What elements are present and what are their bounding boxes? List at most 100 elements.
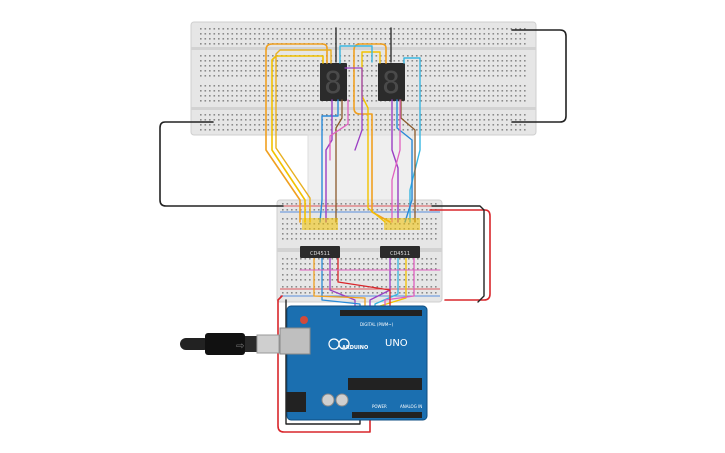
breadboard-hole — [510, 95, 513, 97]
seven-segment-display-left[interactable]: 8 — [320, 63, 347, 101]
breadboard-hole — [282, 279, 284, 281]
breadboard-hole — [371, 65, 373, 67]
breadboard-hole — [390, 268, 392, 270]
breadboard-hole — [385, 263, 388, 265]
breadboard-hole — [411, 114, 414, 116]
breadboard-hole — [295, 223, 298, 225]
breadboard-hole — [483, 60, 486, 62]
breadboard-hole — [447, 90, 450, 92]
breadboard-hole — [357, 33, 360, 35]
top-breadboard[interactable] — [190, 21, 537, 136]
breadboard-hole — [416, 43, 418, 45]
breadboard-hole — [461, 60, 463, 62]
breadboard-hole — [376, 286, 379, 288]
breadboard-hole — [344, 38, 346, 40]
breadboard-hole — [501, 124, 504, 126]
breadboard-hole — [483, 75, 486, 77]
breadboard-hole — [447, 75, 450, 77]
wire-blue-left[interactable] — [319, 99, 339, 223]
wire-brown-right[interactable] — [400, 99, 416, 223]
breadboard-hole — [245, 114, 247, 116]
wire-pink-right[interactable] — [391, 99, 401, 223]
breadboard-hole — [394, 203, 397, 205]
breadboard-hole — [213, 75, 216, 77]
breadboard-hole — [309, 233, 311, 235]
breadboard-hole — [263, 28, 265, 30]
wire-blue-right[interactable] — [396, 99, 413, 223]
breadboard-hole — [336, 203, 338, 205]
wire-purple-center[interactable] — [344, 67, 363, 151]
wire-cyan-top[interactable] — [339, 45, 373, 64]
wire-black-display-common[interactable] — [335, 27, 392, 63]
breadboard-hole — [299, 114, 301, 116]
breadboard-hole — [421, 238, 424, 240]
breadboard-hole — [385, 203, 388, 205]
wire-orange-left-1[interactable] — [265, 43, 328, 223]
breadboard-hole — [515, 114, 517, 116]
wire-red-data[interactable] — [337, 251, 391, 313]
breadboard-hole — [240, 75, 243, 77]
breadboard-hole — [282, 218, 284, 220]
breadboard-hole — [510, 28, 513, 30]
wire-purple-right[interactable] — [391, 99, 399, 223]
breadboard-hole — [236, 60, 238, 62]
wire-purple-left[interactable] — [325, 99, 333, 223]
breadboard-hole — [515, 129, 517, 131]
breadboard-hole — [497, 38, 499, 40]
wire-black-left[interactable] — [159, 121, 284, 207]
breadboard-hole — [524, 28, 526, 30]
breadboard-hole — [327, 209, 329, 211]
wire-yellow-left-2[interactable] — [275, 49, 332, 223]
breadboard-hole — [371, 85, 373, 87]
breadboard-hole — [461, 114, 463, 116]
breadboard-hole — [282, 209, 284, 211]
breadboard-hole — [231, 95, 234, 97]
breadboard-hole — [394, 268, 397, 270]
wires[interactable] — [159, 27, 567, 433]
breadboard-hole — [501, 114, 504, 116]
wire-brown-left[interactable] — [335, 99, 343, 223]
breadboard-hole — [411, 100, 414, 102]
breadboard-hole — [254, 55, 256, 57]
breadboard-hole — [474, 28, 477, 30]
breadboard-hole — [326, 124, 328, 126]
ic-left[interactable]: CD4511 — [300, 246, 340, 258]
breadboard-hole — [321, 114, 324, 116]
breadboard-hole — [402, 114, 405, 116]
wire-red-arduino-5v[interactable] — [277, 295, 371, 433]
breadboard-hole — [258, 100, 261, 102]
breadboard-hole — [349, 218, 352, 220]
breadboard-hole — [354, 238, 356, 240]
wire-black-right[interactable] — [511, 29, 567, 123]
breadboard-hole — [354, 279, 356, 281]
breadboard-hole — [366, 75, 369, 77]
breadboard-hole — [245, 28, 247, 30]
usb-cable[interactable]: ⇨ — [180, 333, 280, 355]
breadboard-hole — [318, 258, 320, 260]
breadboard-hole — [465, 43, 468, 45]
reset-button[interactable] — [300, 316, 308, 324]
breadboard-hole — [443, 90, 445, 92]
wire-cyan-right[interactable] — [403, 57, 421, 223]
wire-yellow-left-1[interactable] — [271, 55, 324, 223]
breadboard-hole — [420, 65, 423, 67]
arduino-board[interactable]: DIGITAL (PWM~) ARDUINO UNO POWER ANALOG … — [279, 305, 428, 421]
breadboard-hole — [276, 28, 279, 30]
wire-black-arduino-gnd[interactable] — [285, 299, 361, 425]
wire-orange-data-1[interactable] — [313, 251, 366, 313]
seven-segment-display-right[interactable]: 8 — [378, 63, 405, 101]
breadboard-hole — [249, 75, 252, 77]
ic-right[interactable]: CD4511 — [380, 246, 420, 258]
breadboard-hole — [384, 129, 387, 131]
breadboard-hole — [434, 33, 436, 35]
breadboard-hole — [299, 95, 301, 97]
wire-red-power-right[interactable] — [429, 209, 491, 301]
breadboard-hole — [213, 119, 216, 121]
breadboard-hole — [249, 38, 252, 40]
breadboard-hole — [290, 75, 292, 77]
wire-black-power-right[interactable] — [431, 205, 485, 303]
wire-pink-left[interactable] — [329, 99, 349, 161]
breadboard-hole — [348, 100, 351, 102]
breadboard-hole — [416, 38, 418, 40]
